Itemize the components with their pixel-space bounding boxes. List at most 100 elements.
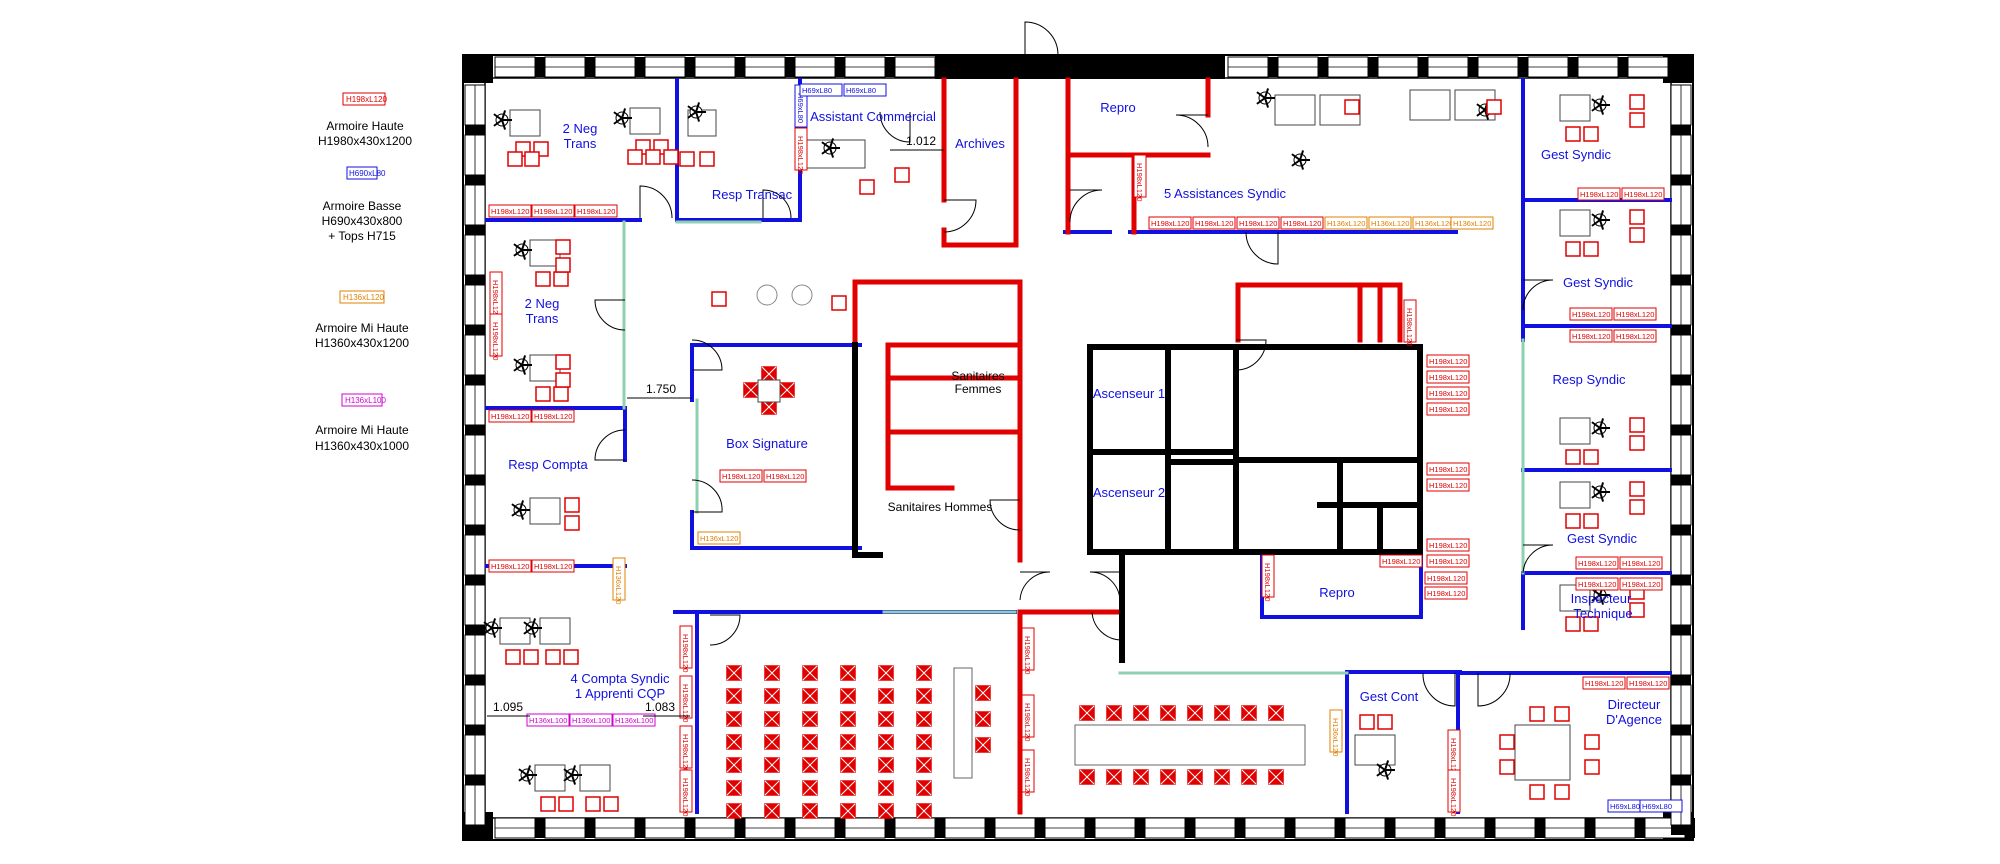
office-chair-leg <box>1264 88 1270 99</box>
cabinet <box>1639 799 1683 813</box>
cabinet-label: H198xL120 <box>1429 557 1467 566</box>
office-chair-leg <box>523 627 533 635</box>
cabinet-label: H198xL120 <box>491 280 500 318</box>
chair-mark <box>1187 705 1203 721</box>
cabinet-label: H198xL120 <box>1429 541 1467 550</box>
cabinet-label: H198xL120 <box>1023 703 1032 741</box>
office-chair-leg <box>1599 95 1605 106</box>
chair-mark <box>802 688 818 704</box>
cabinet-label: H136xL100 <box>615 716 653 725</box>
office-chair-leg <box>1599 104 1605 115</box>
chair <box>894 167 910 183</box>
wall-pier <box>1285 818 1295 838</box>
cabinet-label: H198xL120 <box>1429 405 1467 414</box>
chair <box>1629 227 1645 243</box>
desk <box>529 497 561 525</box>
chair-mark <box>1160 769 1176 785</box>
chair <box>563 649 579 665</box>
wall-pier <box>465 775 485 785</box>
chair-mark <box>878 665 894 681</box>
desk <box>1354 734 1396 766</box>
cabinet <box>1575 556 1619 570</box>
office-chair-leg <box>1591 421 1601 429</box>
cabinet-label: H198xL120 <box>1151 219 1189 228</box>
armchair <box>756 284 778 306</box>
cabinet-label: H136xL120 <box>614 566 623 604</box>
chair <box>564 515 580 531</box>
chair-mark <box>1133 705 1149 721</box>
doors <box>594 111 1554 707</box>
chair-mark <box>726 780 742 796</box>
chair-mark <box>1241 769 1257 785</box>
cabinet <box>1426 370 1470 384</box>
chair-mark <box>975 685 991 701</box>
chair <box>1377 714 1393 730</box>
wall-pier <box>885 57 895 77</box>
office-chair-leg <box>483 627 493 635</box>
cabinet <box>1426 386 1470 400</box>
chair <box>564 497 580 513</box>
cabinet-label: H198xL120 <box>681 778 690 816</box>
office-chair-leg <box>501 119 507 130</box>
cabinet-label: H198xL120 <box>1023 758 1032 796</box>
office-chair-leg <box>1591 219 1601 227</box>
room-labels: 2 Neg Trans Resp Transac Assistant Comme… <box>508 100 1662 727</box>
cabinet <box>679 725 693 769</box>
chair-mark <box>802 757 818 773</box>
office-chair-leg <box>695 111 701 122</box>
room-label-repro: Repro <box>1319 585 1354 600</box>
chair <box>663 149 679 165</box>
chair <box>1629 94 1645 110</box>
cabinet <box>1621 187 1665 201</box>
cabinet <box>1582 676 1626 690</box>
room-label-gest-syndic: Gest Syndic <box>1563 275 1634 290</box>
chair <box>535 271 551 287</box>
wall-pier <box>465 525 485 535</box>
legend-label: H690x430x800 <box>322 214 403 228</box>
wall-pier <box>1318 57 1328 77</box>
cabinet <box>531 559 575 573</box>
office-chair-leg <box>1484 109 1490 120</box>
cabinet <box>1280 216 1324 230</box>
room-label-neg-trans: Trans <box>526 311 559 326</box>
chair-mark <box>878 757 894 773</box>
office-chair-leg <box>1384 760 1390 771</box>
room-label-assistant-commercial: Assistant Commercial <box>810 109 936 124</box>
chair-mark <box>1160 705 1176 721</box>
chair-mark <box>1268 705 1284 721</box>
chair <box>555 239 571 255</box>
cabinet <box>612 557 626 601</box>
chair-mark <box>764 734 780 750</box>
office-chair-leg <box>519 509 525 520</box>
room-label-resp-transac: Resp Transac <box>712 187 793 202</box>
office-chair-leg <box>613 117 623 125</box>
chair <box>699 151 715 167</box>
cabinet-label: H69xL80 <box>1642 802 1672 811</box>
cabinet <box>1569 329 1613 343</box>
armchair <box>791 284 813 306</box>
wall-pier <box>465 475 485 485</box>
chair <box>679 151 695 167</box>
cabinet-label: H198xL120 <box>1578 559 1616 568</box>
wall-pier <box>465 325 485 335</box>
dimension-1012: 1.012 <box>906 134 936 148</box>
chair-mark <box>840 665 856 681</box>
cabinet <box>697 531 741 545</box>
office-chair-leg <box>829 138 835 149</box>
chair <box>1565 449 1581 465</box>
wall-pier <box>935 57 945 77</box>
chair-mark <box>802 734 818 750</box>
cabinet <box>1450 216 1494 230</box>
room-label-ascenseur-2: Ascenseur 2 <box>1093 485 1165 500</box>
wall-pier <box>465 125 485 135</box>
wall-pier <box>735 57 745 77</box>
dimension-lines: 1.012 1.750 1.095 1.083 <box>487 134 944 717</box>
office-chair-leg <box>501 110 507 121</box>
legend-label: H1360x430x1200 <box>315 336 409 350</box>
chair <box>1583 449 1599 465</box>
cabinet-label: H136xL120 <box>1331 718 1340 756</box>
cabinet-label: H198xL120 <box>681 734 690 772</box>
wall-pier <box>685 57 695 77</box>
room-label-gest-syndic: Gest Syndic <box>1567 531 1638 546</box>
chair-mark <box>1079 705 1095 721</box>
